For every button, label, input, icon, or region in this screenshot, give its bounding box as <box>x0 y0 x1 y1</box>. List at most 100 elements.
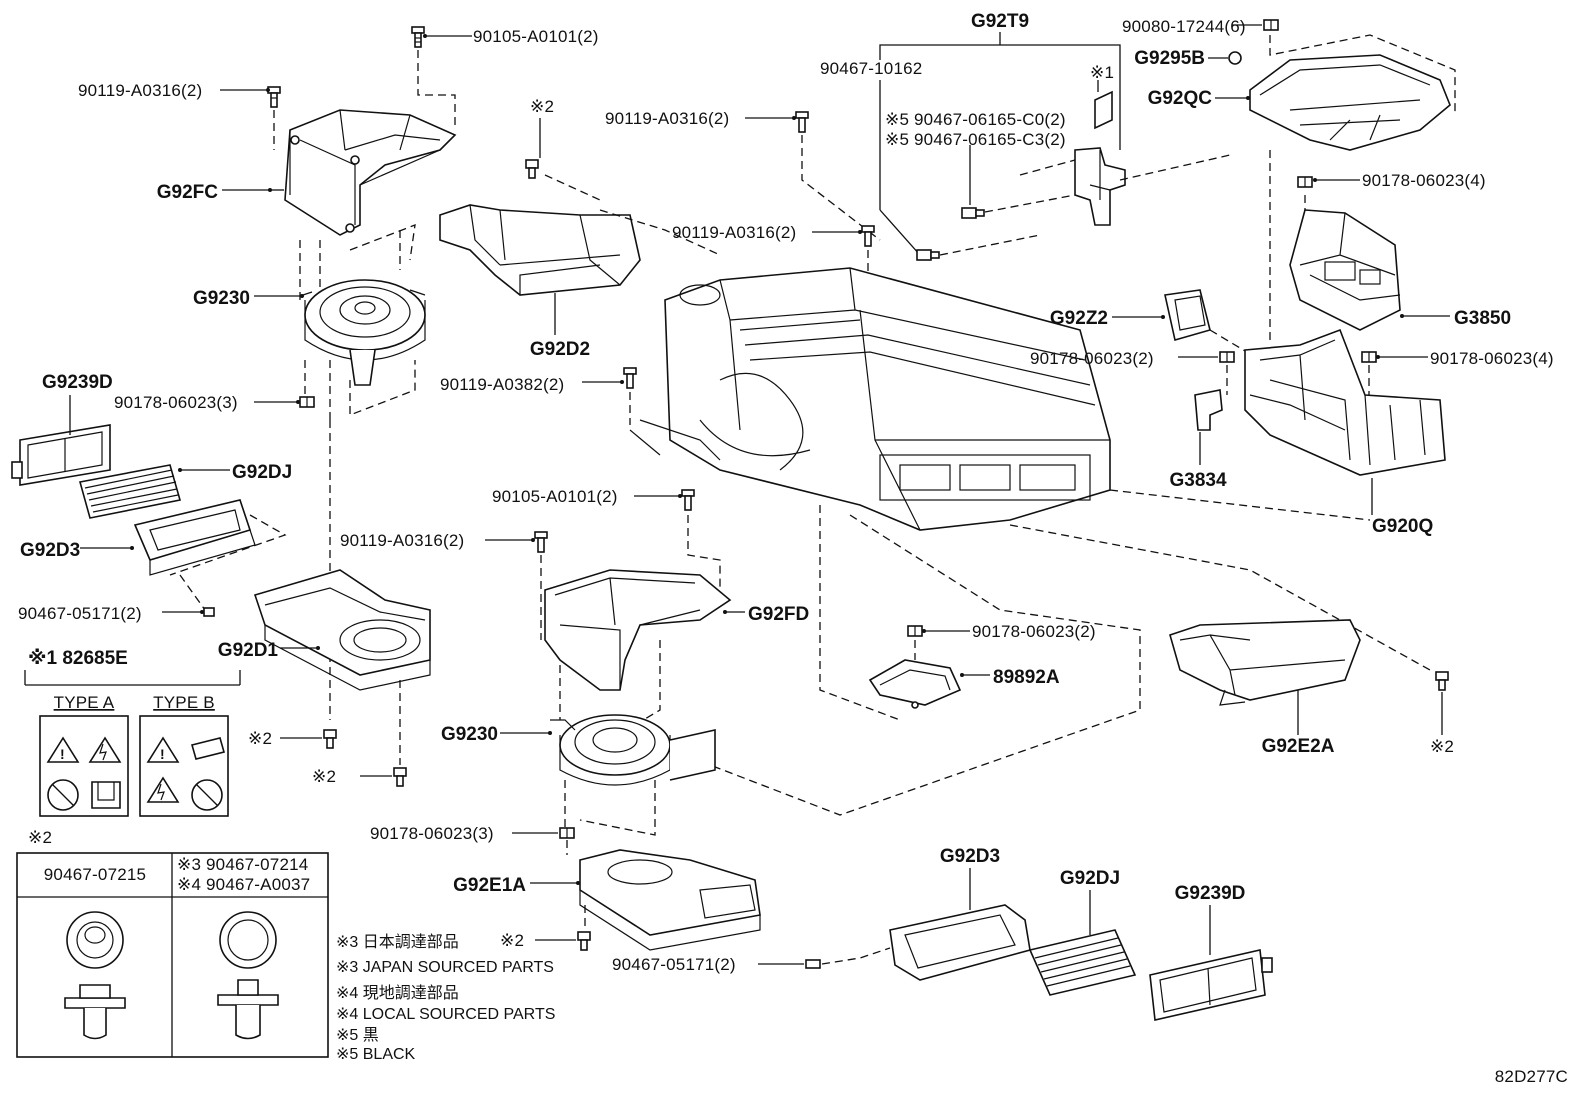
label-82685e: ※1 82685E <box>28 648 128 669</box>
no-touch-icon <box>191 779 223 811</box>
caution-label-box: ! ! <box>24 670 241 817</box>
label-90467-06165-c3: ※5 90467-06165-C3(2) <box>885 130 1066 149</box>
label-g9230-center: G9230 <box>441 724 498 745</box>
label-note1-top: ※1 <box>1090 63 1114 82</box>
label-g92qc: G92QC <box>1148 88 1213 109</box>
label-90119-a0316-a: 90119-A0316(2) <box>78 81 202 100</box>
nut-icon <box>1263 19 1279 31</box>
clip-icon <box>203 607 215 617</box>
label-g9239d-left: G9239D <box>42 372 113 393</box>
bolt-icon <box>961 207 985 219</box>
clip-icon <box>1228 51 1242 65</box>
nut-icon <box>559 827 575 839</box>
label-90467-06165-c0: ※5 90467-06165-C0(2) <box>885 110 1066 129</box>
part-g9230-center <box>500 714 716 855</box>
label-g9239d-right: G9239D <box>1175 883 1246 904</box>
label-note2-c: ※2 <box>1430 737 1454 756</box>
part-89892a <box>868 625 990 709</box>
label-g92e2a: G92E2A <box>1262 736 1335 757</box>
label-90119-a0316-c: 90119-A0316(2) <box>672 223 796 242</box>
part-g92fc <box>220 26 472 236</box>
label-g3850: G3850 <box>1454 308 1511 329</box>
clip-icon <box>805 959 821 969</box>
label-90080-17244: 90080-17244(6) <box>1122 17 1246 36</box>
label-g9230-left: G9230 <box>193 288 250 309</box>
nut-icon <box>1361 351 1377 363</box>
label-g92d3-left: G92D3 <box>20 540 80 561</box>
part-g9230-left <box>254 223 426 720</box>
legend-5-jp: ※5 黒 <box>336 1027 379 1044</box>
svg-text:!: ! <box>160 746 165 762</box>
part-g92t9 <box>879 32 1231 261</box>
label-90178-06023-r2: 90178-06023(4) <box>1430 349 1554 368</box>
bolt-icon <box>411 26 425 48</box>
label-89892a: 89892A <box>993 667 1060 688</box>
callout-labels: G92T9 90080-17244(6) G9295B G92QC 90467-… <box>18 11 1568 1086</box>
high-voltage-icon <box>88 736 122 763</box>
label-90119-a0316-d: 90119-A0316(2) <box>340 531 464 550</box>
label-90119-a0382: 90119-A0382(2) <box>440 375 564 394</box>
part-g92z2 <box>1112 289 1261 361</box>
label-90467-07214: ※3 90467-07214 <box>177 855 308 874</box>
label-90467-a0037: ※4 90467-A0037 <box>177 875 310 894</box>
part-g3834 <box>1194 389 1223 465</box>
bolt-icon <box>861 225 875 247</box>
clip-icon <box>393 767 407 787</box>
clip-icon <box>577 931 591 951</box>
label-g92d2: G92D2 <box>530 339 590 360</box>
label-90105-a0101-top: 90105-A0101(2) <box>473 27 599 46</box>
legend-4-en: ※4 LOCAL SOURCED PARTS <box>336 1006 555 1023</box>
bolt-icon <box>534 531 548 553</box>
part-g92fd <box>485 489 745 741</box>
part-filter-stack-right <box>758 868 1273 1021</box>
label-note2-b: ※2 <box>248 729 272 748</box>
diagram-code: 82D277C <box>1495 1067 1568 1086</box>
label-type-b: TYPE B <box>153 693 215 712</box>
legend-3-en: ※3 JAPAN SOURCED PARTS <box>336 959 554 976</box>
label-90467-05171-a: 90467-05171(2) <box>18 604 142 623</box>
label-90467-05171-b: 90467-05171(2) <box>612 955 736 974</box>
label-g92z2: G92Z2 <box>1050 308 1108 329</box>
label-g92fc: G92FC <box>157 182 219 203</box>
label-g9295b: G9295B <box>1134 48 1205 69</box>
part-g92qc <box>1208 19 1456 345</box>
clip-detail-table <box>16 852 329 1058</box>
part-g92d1 <box>253 569 431 787</box>
label-g92dj-right: G92DJ <box>1060 868 1120 889</box>
label-g92d1: G92D1 <box>218 640 279 661</box>
label-90178-06023-m: 90178-06023(2) <box>1030 349 1154 368</box>
bolt-icon <box>681 489 695 511</box>
label-90119-a0316-b: 90119-A0316(2) <box>605 109 729 128</box>
label-90467-10162: 90467-10162 <box>820 59 922 78</box>
label-90105-a0101-mid: 90105-A0101(2) <box>492 487 618 506</box>
warning-icon: ! <box>46 736 80 763</box>
nut-icon <box>1297 176 1313 188</box>
label-90178-06023-r1: 90178-06023(4) <box>1362 171 1486 190</box>
part-g3850 <box>1289 209 1450 331</box>
label-90178-06023-3b: 90178-06023(3) <box>370 824 494 843</box>
clip-icon <box>323 729 337 749</box>
nut-icon <box>907 625 923 637</box>
label-note2-d: ※2 <box>312 767 336 786</box>
clip-07214-icon <box>217 911 279 1040</box>
battery-icon <box>91 781 121 809</box>
manual-icon <box>191 737 225 760</box>
label-g92dj-left: G92DJ <box>232 462 292 483</box>
label-g920q: G920Q <box>1372 516 1433 537</box>
bolt-icon <box>795 111 809 133</box>
label-g92fd: G92FD <box>748 604 809 625</box>
part-g92e1a <box>530 849 761 951</box>
part-filter-stack-left <box>11 395 287 617</box>
warning-icon: ! <box>146 736 180 763</box>
label-g3834: G3834 <box>1169 470 1226 491</box>
legend-3-jp: ※3 日本調達部品 <box>336 933 459 951</box>
label-note2-a: ※2 <box>530 97 554 116</box>
clip-icon <box>1435 671 1449 691</box>
bolt-icon <box>916 249 940 261</box>
part-g920q <box>1244 328 1446 515</box>
nut-icon <box>1219 351 1235 363</box>
label-90178-06023-low: 90178-06023(2) <box>972 622 1096 641</box>
part-battery-pack <box>629 267 1431 816</box>
